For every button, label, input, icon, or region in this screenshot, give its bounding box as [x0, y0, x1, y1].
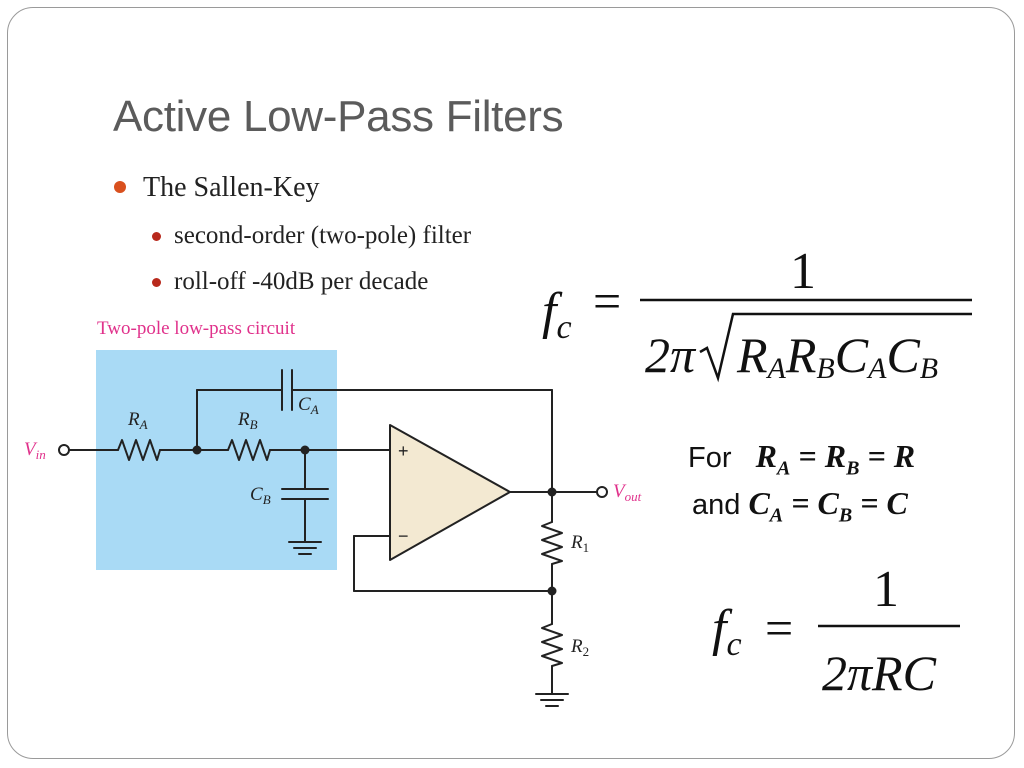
equation-simplified: fc = 1 2πRC: [712, 561, 960, 701]
rb-label: RB: [237, 409, 258, 432]
r1-label: R1: [570, 532, 589, 555]
circuit-caption: Two-pole low-pass circuit: [97, 318, 296, 339]
condition-c: C: [886, 485, 908, 521]
junction-node: [547, 487, 557, 497]
sub-bullet-dot: [152, 232, 161, 241]
resistor-ra: [117, 439, 161, 461]
bullet-item-2: second-order (two-pole) filter: [174, 222, 472, 249]
bullet-item-3: roll-off -40dB per decade: [174, 268, 429, 295]
circuit-highlight-panel: [96, 350, 337, 570]
opamp-minus-label: −: [398, 526, 409, 546]
eq2-numerator: 1: [873, 561, 899, 618]
eq1-numerator: 1: [790, 243, 816, 300]
condition-and: and: [692, 489, 741, 521]
opamp-plus-label: +: [398, 441, 409, 461]
bullet-dot: [114, 181, 126, 193]
eq1-radicand: RARBCACB: [736, 327, 938, 385]
vout-terminal: [596, 486, 608, 498]
slide-title: Active Low-Pass Filters: [113, 92, 564, 141]
eq2-denominator: 2πRC: [822, 645, 937, 701]
ca-label: CA: [298, 394, 319, 417]
eq1-coef: 2π: [645, 327, 697, 383]
junction-node: [547, 586, 557, 596]
eq1-sqrt-sign: [699, 312, 972, 383]
resistor-rb: [227, 439, 271, 461]
cb-label: CB: [250, 484, 271, 507]
condition-line-1: For RA = RB = R: [688, 438, 916, 480]
vin-label: Vin: [24, 439, 46, 462]
condition-ca: CA: [748, 485, 784, 527]
r2-label: R2: [570, 636, 589, 659]
condition-line-2: and CA = CB = C: [692, 485, 908, 527]
equation-general: fc = 1 2π RARBCACB: [542, 243, 972, 385]
resistor-r2: [541, 623, 563, 667]
junction-node: [300, 445, 310, 455]
vin-terminal: [58, 444, 70, 456]
condition-cb: CB: [817, 485, 853, 527]
opamp-triangle: [389, 424, 511, 561]
resistor-r1: [541, 521, 563, 565]
condition-for: For: [688, 442, 732, 474]
junction-node: [192, 445, 202, 455]
ra-label: RA: [127, 409, 148, 432]
eq2-equals: =: [765, 600, 793, 656]
condition-ra: RA: [755, 438, 791, 480]
sub-bullet-dot: [152, 278, 161, 287]
eq1-equals: =: [593, 273, 621, 329]
condition-rb: RB: [824, 438, 860, 480]
eq1-lhs: fc: [542, 283, 572, 346]
vout-label: Vout: [613, 481, 642, 504]
condition-r: R: [893, 438, 916, 474]
eq2-lhs: fc: [712, 600, 742, 663]
bullet-item-1: The Sallen-Key: [143, 172, 320, 203]
